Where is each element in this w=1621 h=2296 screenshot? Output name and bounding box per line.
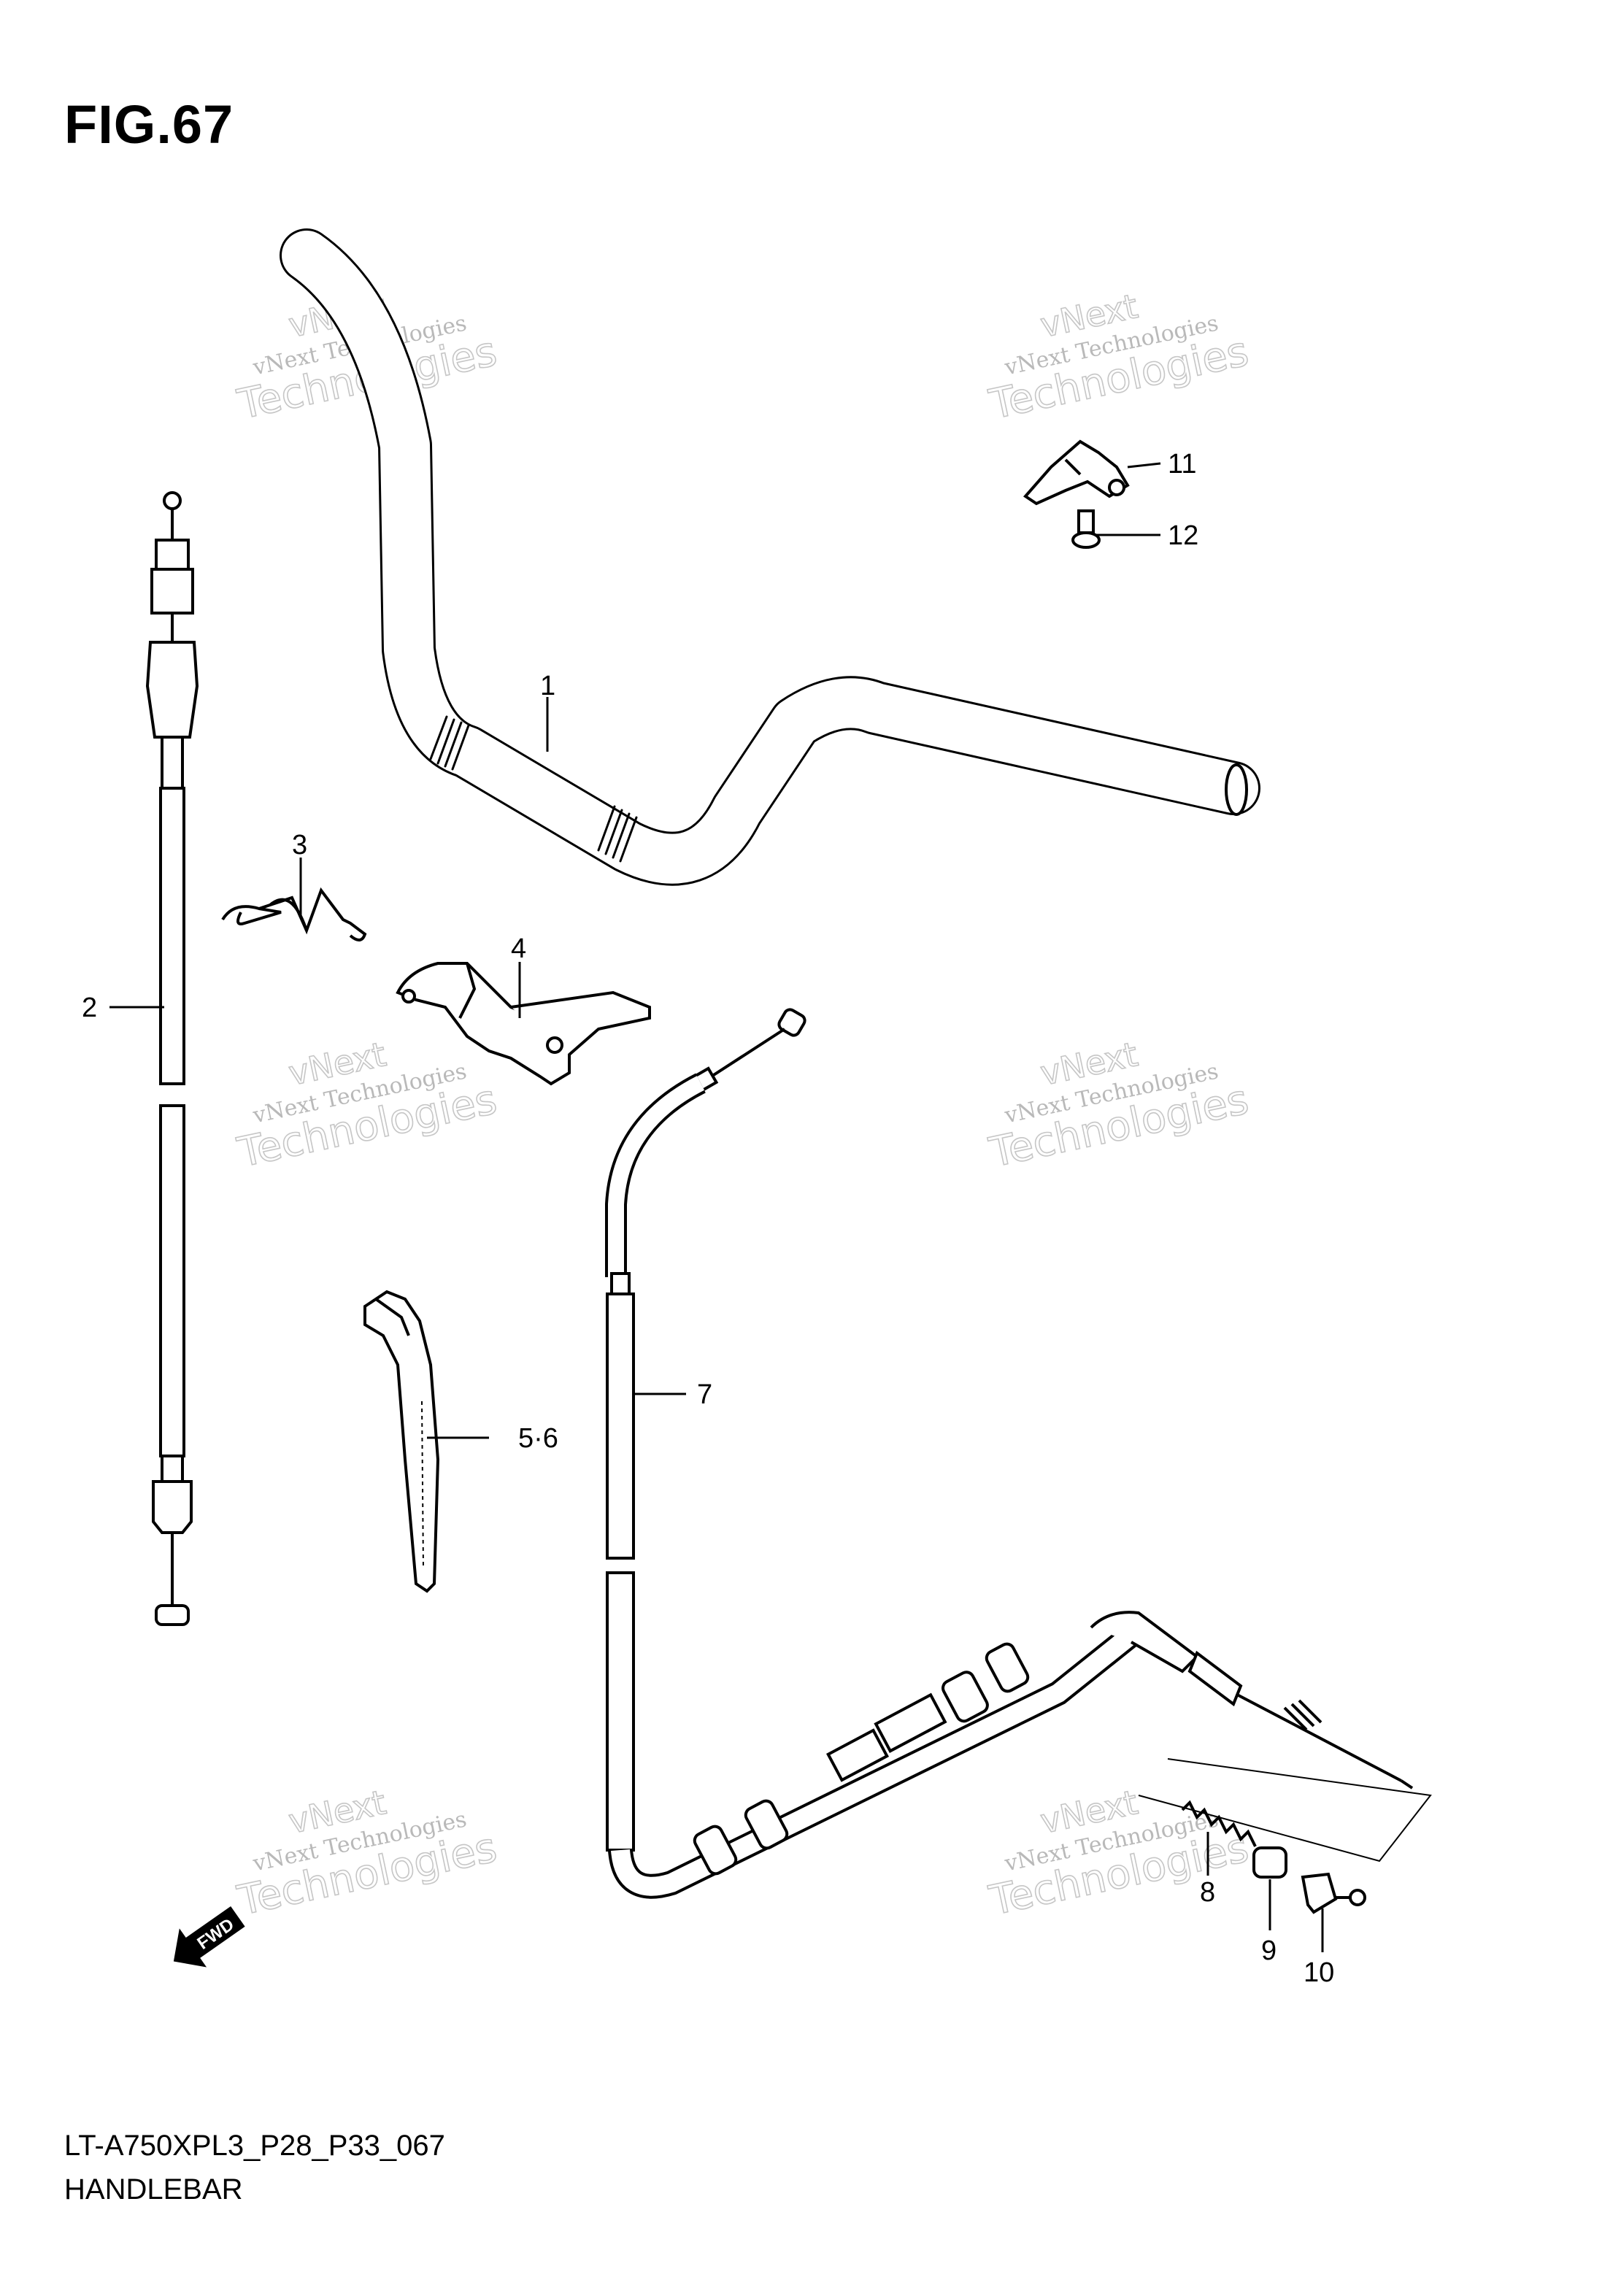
pin-part-10 [1301,1872,1366,1914]
callout-11: 11 [1168,449,1196,479]
callout-5-6: 5·6 [518,1423,558,1454]
callout-12: 12 [1168,520,1198,551]
figure-title: FIG.67 [64,94,234,155]
callout-10: 10 [1304,1957,1334,1988]
callout-9: 9 [1261,1935,1277,1966]
callout-labels: 1 2 3 4 5·6 7 8 9 10 11 12 [82,449,1334,1988]
model-code: LT-A750XPL3_P28_P33_067 [64,2130,445,2162]
throttle-cable-part [145,491,199,1626]
watermark: vNext vNext Technologies Technologies [233,1033,501,1177]
screw-part-12 [1071,509,1101,549]
watermark: vNext vNext Technologies Technologies [985,285,1253,429]
part-name: HANDLEBAR [64,2173,243,2206]
callout-3: 3 [292,830,307,860]
handlebar-part [280,228,1260,886]
callout-2: 2 [82,993,97,1023]
watermark: vNext vNext Technologies Technologies [985,1033,1253,1177]
bracket-part-11 [1023,439,1130,506]
callout-7: 7 [697,1379,712,1410]
spring-clip-part [221,887,367,941]
cable-tie-part [363,1290,440,1593]
cable-guide-part [396,962,651,1086]
adjuster-parts [1138,1758,1432,1914]
spring-part-8 [1181,1800,1257,1847]
callout-4: 4 [511,933,526,964]
brake-cable-part [605,1008,1414,1899]
fwd-arrow: FWD [173,1906,245,1968]
watermark: vNext vNext Technologies Technologies [233,1781,501,1925]
callout-8: 8 [1200,1877,1215,1908]
nut-part-9 [1252,1846,1287,1879]
callout-1: 1 [540,671,555,701]
leader-lines [109,462,1324,1952]
